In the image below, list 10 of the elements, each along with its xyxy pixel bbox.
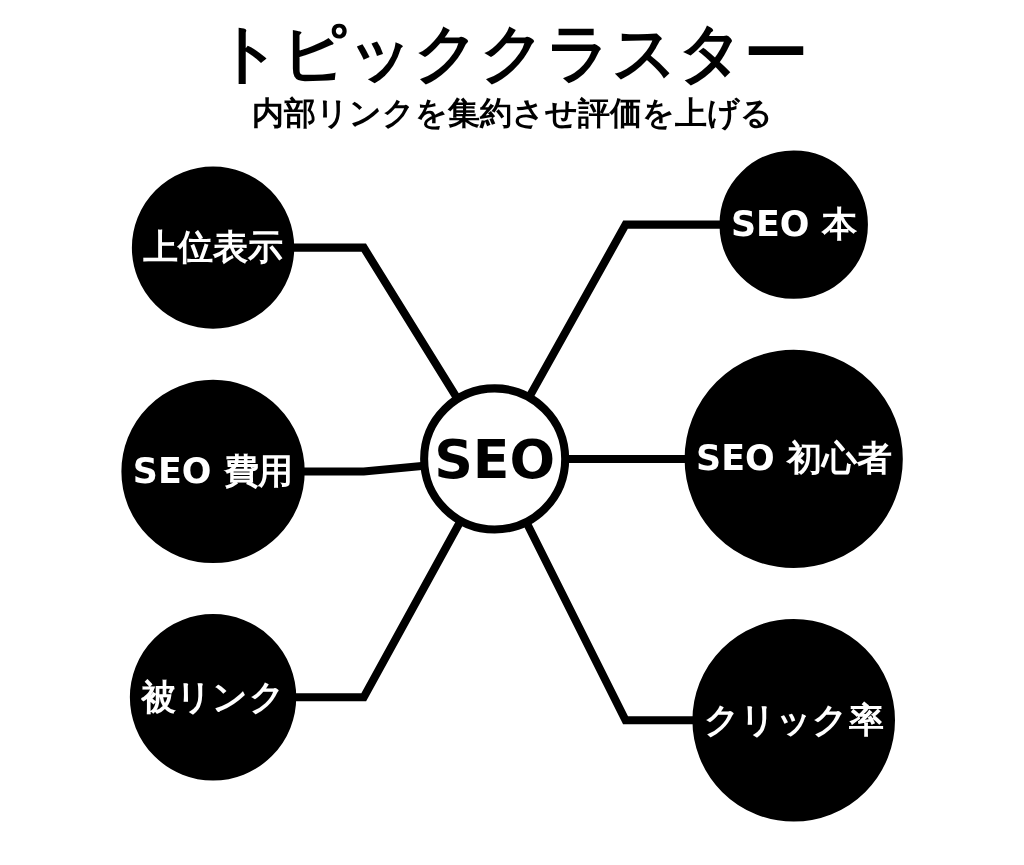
node-circle: 上位表示 [131, 166, 295, 330]
node-circle: SEO 費用 [121, 380, 305, 564]
connector [294, 519, 465, 702]
node-circle: SEO [420, 384, 570, 534]
node-circle: SEO 本 [719, 150, 868, 300]
title: トピッククラスター [216, 18, 808, 89]
subtitle: 内部リンクを集約させ評価を上げる [251, 93, 773, 135]
node-circle: SEO 初心者 [684, 350, 903, 569]
node-circle: クリック率 [692, 619, 895, 822]
node-circle: 被リンク [129, 614, 297, 781]
